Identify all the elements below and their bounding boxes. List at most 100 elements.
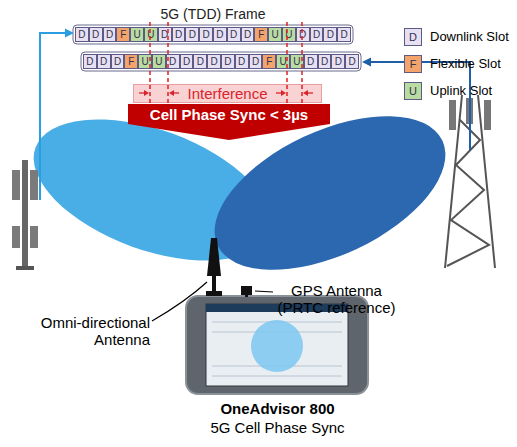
tdd-slot: F [254,27,268,42]
tdd-slot: U [290,54,304,69]
slot-letter: D [313,30,320,40]
gps-mount [245,295,248,297]
legend-text: Uplink Slot [430,84,515,99]
slot-letter: U [141,57,148,67]
slot-letter: D [224,57,231,67]
tdd-slot: D [103,27,117,42]
slot-letter: D [183,57,190,67]
legend-letter: D [409,32,417,43]
tdd-slot: U [130,27,144,42]
slot-letter: U [133,30,140,40]
tdd-slot: D [199,27,213,42]
arrow-head [362,58,371,67]
slot-letter: D [210,57,217,67]
frame-title: 5G (TDD) Frame [73,6,353,22]
slot-letter: D [86,57,93,67]
tdd-slot: U [144,27,158,42]
offset-arrow [276,92,282,93]
instrument-subtitle: 5G Cell Phase Sync [210,418,344,437]
slot-letter: D [92,30,99,40]
instrument-name: OneAdvisor 800 [220,399,334,418]
legend-text: Flexible Slot [430,57,515,72]
tdd-slot: F [124,54,138,69]
slot-letter: D [169,57,176,67]
slot-letter: D [321,57,328,67]
slot-letter: D [202,30,209,40]
tdd-slot: D [345,54,359,69]
feed-line [40,33,66,200]
tdd-slot: D [331,54,345,69]
tdd-slot: D [296,27,310,42]
legend-letter: U [409,86,417,97]
offset-arrow-head [144,90,149,96]
tdd-slot: D [97,54,111,69]
tdd-slot: D [323,27,337,42]
tdd-slot: D [180,54,194,69]
screen-circle [251,320,303,372]
device-screen [206,304,348,386]
sync-offset-dash [286,22,288,104]
tdd-slot: U [138,54,152,69]
offset-arrow [173,92,179,93]
slot-letter: D [216,30,223,40]
sync-offset-dash [301,22,303,104]
slot-letter: F [266,57,272,67]
slot-letter: D [335,57,342,67]
slot-letter: D [100,57,107,67]
tdd-slot: D [185,27,199,42]
slot-letter: D [252,57,259,67]
slot-letter: D [299,30,306,40]
slot-letter: D [161,30,168,40]
tower-base [16,266,34,270]
tdd-slot: D [111,54,125,69]
gps-antenna [241,286,252,295]
offset-arrow-head [169,90,174,96]
tdd-slot: D [193,54,207,69]
tower-panel [12,170,20,200]
tdd-slot: D [172,27,186,42]
tdd-slot: U [276,54,290,69]
slot-letter: U [271,30,278,40]
band-label: Interference [187,85,267,102]
annotation: Omni-directional Antenna [10,314,150,349]
sync-offset-dash [167,22,169,104]
slot-letter: U [285,30,292,40]
legend-letter: F [410,59,417,70]
slot-letter: D [340,30,347,40]
tdd-slot: D [235,54,249,69]
tdd-slot: D [249,54,263,69]
slot-letter: D [238,57,245,67]
omni-antenna [207,238,221,276]
legend-swatch: U [404,82,422,100]
tdd-slot: D [337,27,351,42]
leader-line [152,282,207,321]
slot-letter: D [78,30,85,40]
tdd-slot: U [282,27,296,42]
slot-letter: D [244,30,251,40]
frame-bar [81,52,361,71]
tdd-slot: F [262,54,276,69]
sync-banner: Cell Phase Sync < 3µs [128,104,330,140]
tdd-slot: D [89,27,103,42]
slot-letter: D [307,57,314,67]
sync-offset-dash [149,22,151,104]
legend-swatch: F [404,55,422,73]
offset-arrow-head [281,90,286,96]
slot-letter: D [327,30,334,40]
tower-pole [22,160,28,270]
tdd-slot: D [75,27,89,42]
offset-arrow [139,92,145,93]
test-instrument: OneAdvisor 8005G Cell Phase Sync [170,296,385,442]
tower-panel [30,226,38,248]
tdd-slot: D [310,27,324,42]
legend-text: Downlink Slot [430,30,515,45]
tdd-slot: D [227,27,241,42]
tower-panel [484,100,491,130]
legend-swatch: D [404,28,422,46]
feed-line [370,62,470,150]
offset-arrow [307,92,313,93]
antenna-mast [212,276,216,292]
antenna-base [206,291,222,296]
